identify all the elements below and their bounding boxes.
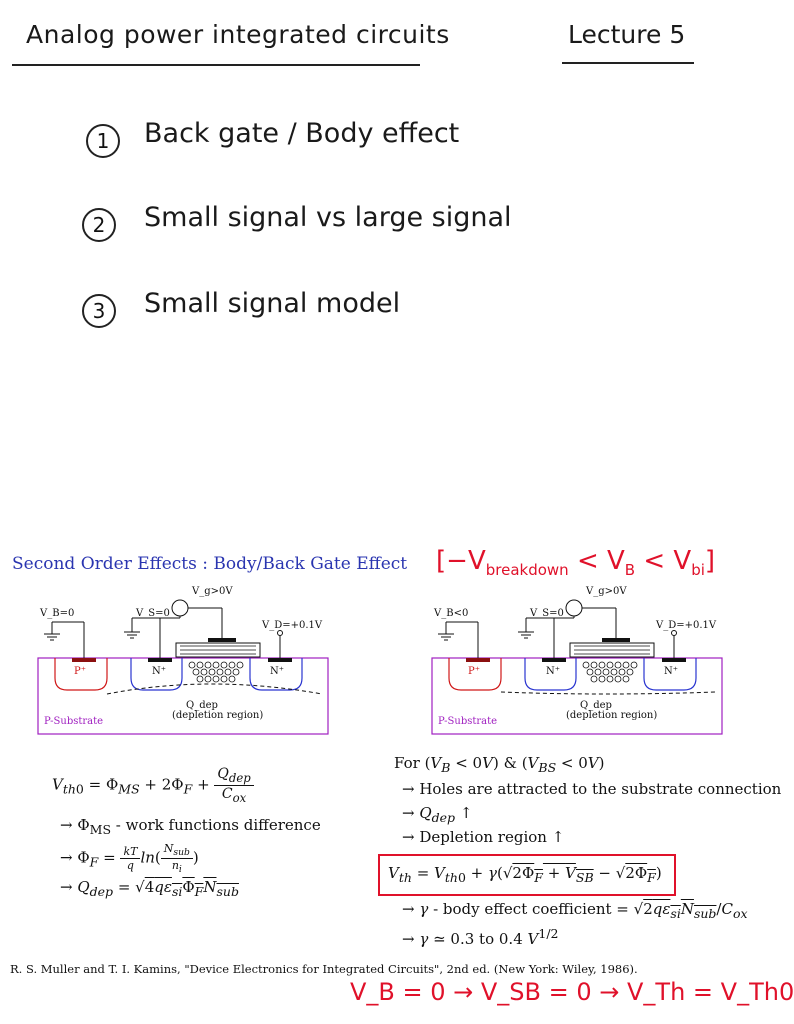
substrate-label-left: P-Substrate (44, 716, 104, 727)
lecture-underline (562, 62, 694, 64)
depletion-label-left: (depletion region) (172, 710, 264, 721)
lecture-label: Lecture 5 (568, 20, 686, 49)
qdep-label-left: Q_dep (186, 700, 218, 711)
depletion-up-line: → Depletion region ↑ (402, 828, 565, 846)
holes-line: → Holes are attracted to the substrate c… (402, 780, 782, 798)
vb-label-left: V_B=0 (40, 608, 75, 619)
phi-ms-sub: MS (89, 822, 112, 837)
vs-label-right: V_S=0 (530, 608, 564, 619)
vb-range-annotation: [−Vbreakdown < VB < Vbi] (436, 546, 716, 580)
outline-number: 2 (82, 208, 116, 242)
vth-formula-box (378, 854, 676, 896)
outline-item: Back gate / Body effect (144, 118, 460, 149)
annotation-sub: breakdown (485, 561, 569, 580)
annotation-lt: < V (568, 546, 625, 576)
substrate-label-right: P-Substrate (438, 716, 498, 727)
n-plus-right-1: N⁺ (546, 666, 561, 677)
vd-label-right: V_D=+0.1V (656, 620, 717, 631)
outline-item: Small signal vs large signal (144, 202, 512, 233)
vb-label-right: V_B<0 (434, 608, 469, 619)
for-condition: For (VB < 0V) & (VBS < 0V) (394, 754, 605, 775)
qdep-label-right: Q_dep (580, 700, 612, 711)
mosfet-diagram-left (37, 599, 329, 735)
phi-ms-desc: - work functions difference (111, 816, 321, 834)
n-plus-right-2: N⁺ (664, 666, 679, 677)
vd-label-left: V_D=+0.1V (262, 620, 323, 631)
depletion-label-right: (depletion region) (566, 710, 658, 721)
n-plus-left-2: N⁺ (270, 666, 285, 677)
qdep-up-line: → Qdep ↑ (402, 804, 473, 825)
phi-ms-line: → ΦMS - work functions difference (60, 816, 321, 837)
bottom-annotation: V_B = 0 → V_SB = 0 → V_Th = V_Th0 (350, 978, 794, 1006)
outline-number: 1 (86, 124, 120, 158)
page-title: Analog power integrated circuits (26, 20, 450, 49)
citation: R. S. Muller and T. I. Kamins, "Device E… (10, 962, 638, 976)
annotation-neg-v: −V (446, 546, 486, 576)
outline-number: 3 (82, 294, 116, 328)
slide-region: Second Order Effects : Body/Back Gate Ef… (0, 538, 781, 968)
gamma-range-line: → γ ≃ 0.3 to 0.4 V1/2 (402, 926, 559, 948)
p-plus-right: P⁺ (468, 666, 481, 677)
annotation-bi: bi (691, 561, 705, 580)
annotation-lt2: < V (635, 546, 692, 576)
title-underline (12, 64, 420, 66)
mosfet-diagram-right (431, 599, 723, 735)
phi-ms-arrow: → Φ (60, 816, 90, 834)
gamma-desc: - body effect coefficient = (428, 900, 629, 918)
qdep-line: → Qdep = √4qεsiΦFNsub (60, 878, 239, 899)
gamma-line: → γ - body effect coefficient = √2qεsiNs… (402, 900, 748, 921)
annotation-b: B (624, 561, 636, 580)
vg-label-left: V_g>0V (192, 586, 233, 597)
for-label: For (394, 754, 420, 772)
vg-label-right: V_g>0V (586, 586, 627, 597)
vth-equation: Vth = Vth0 + γ(√2ΦF + VSB − √2ΦF) (388, 864, 662, 885)
gamma-range: ≃ 0.3 to 0.4 (433, 930, 523, 948)
p-plus-left: P⁺ (74, 666, 87, 677)
vs-label-left: V_S=0 (136, 608, 170, 619)
qdep-up-arrow: ↑ (459, 804, 473, 822)
n-plus-left-1: N⁺ (152, 666, 167, 677)
outline-item: Small signal model (144, 288, 401, 319)
slide-title: Second Order Effects : Body/Back Gate Ef… (12, 554, 408, 574)
